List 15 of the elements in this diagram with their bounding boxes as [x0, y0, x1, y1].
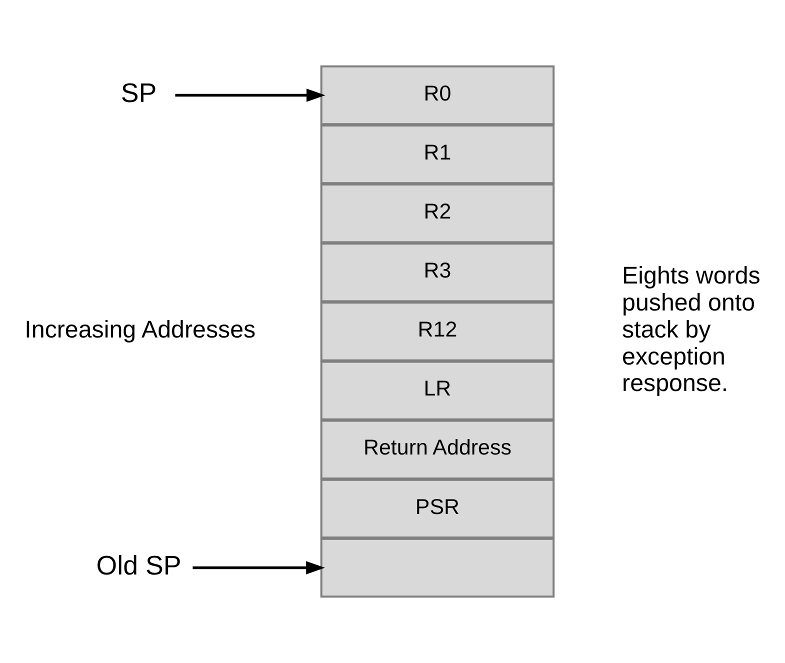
arrow — [175, 88, 326, 102]
node-box: R3 — [320, 242, 555, 302]
node-box: R1 — [320, 124, 555, 184]
node-box: Return Address — [320, 420, 555, 480]
node-text: Old SP — [96, 550, 182, 580]
arrow — [192, 561, 325, 574]
node-text: SP — [120, 78, 157, 108]
node-box: PSR — [320, 478, 555, 539]
node-box: R12 — [320, 302, 555, 362]
label: Increasing Addresses — [24, 316, 256, 344]
node-box: R2 — [320, 184, 555, 244]
node-box: R0 — [320, 65, 555, 126]
node-box — [320, 538, 555, 598]
node-box: LR — [320, 360, 555, 420]
label: Eights words pushed onto stack by exception response. — [622, 262, 760, 398]
